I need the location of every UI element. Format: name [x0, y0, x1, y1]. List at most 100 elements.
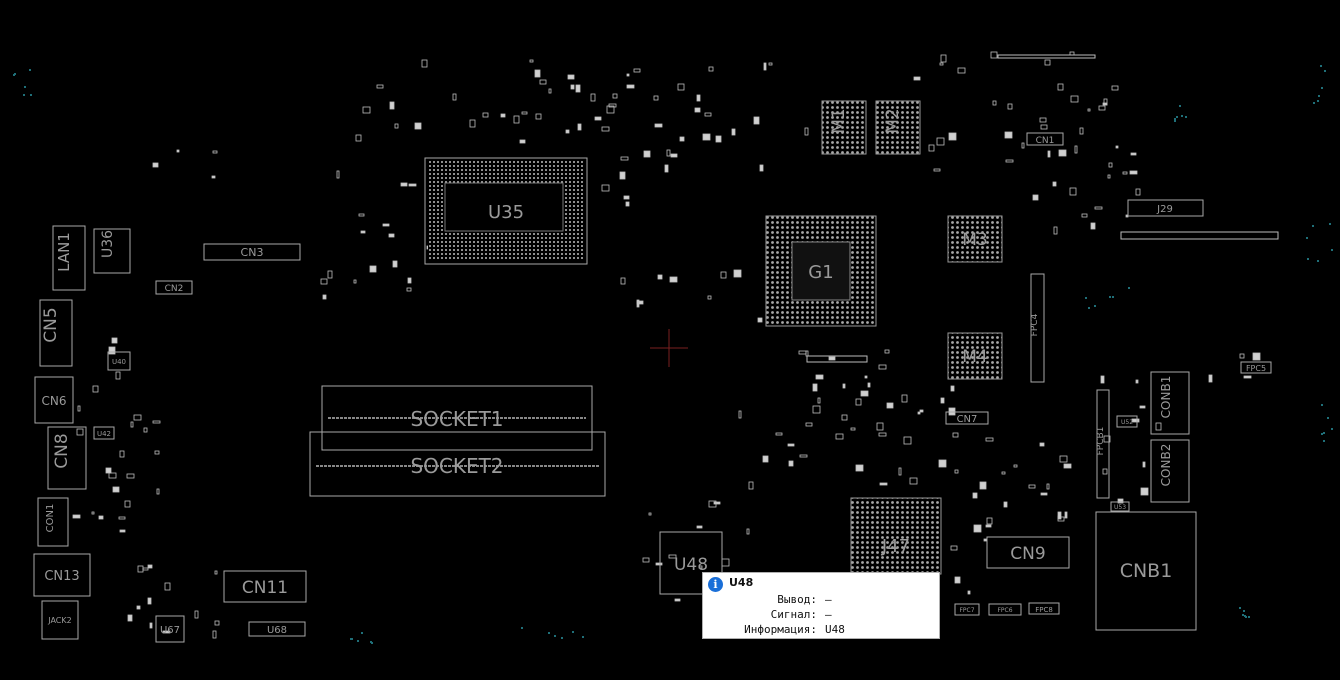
- component-u68[interactable]: U68: [248, 621, 306, 637]
- smd-pad: [500, 113, 506, 118]
- test-point: [572, 631, 574, 633]
- test-point: [23, 94, 25, 96]
- component-cn7[interactable]: CN7: [945, 411, 989, 425]
- smd-pad: [1005, 159, 1014, 163]
- component-fpc6[interactable]: FPC6: [988, 603, 1022, 616]
- smd-pad: [1046, 483, 1050, 490]
- smd-pad: [400, 182, 408, 187]
- smd-pad: [798, 350, 807, 355]
- smd-pad: [194, 610, 199, 619]
- smd-pad: [1069, 187, 1077, 196]
- component-cn13[interactable]: CN13: [33, 553, 91, 597]
- smd-pad: [1100, 375, 1105, 384]
- component-m4[interactable]: M4: [947, 332, 1003, 380]
- cn8-label: CN8: [52, 433, 72, 468]
- smd-pad: [115, 371, 121, 380]
- component-u42[interactable]: U42: [93, 426, 115, 440]
- smd-pad: [1044, 59, 1051, 66]
- component-cn1[interactable]: CN1: [1026, 132, 1064, 146]
- component-fpc4[interactable]: FPC4: [1030, 273, 1045, 383]
- cn1-label: CN1: [1036, 136, 1055, 146]
- smd-pad: [759, 164, 764, 172]
- smd-pad: [149, 622, 153, 629]
- smd-pad: [1129, 170, 1138, 175]
- component-u48[interactable]: U48: [659, 531, 723, 595]
- component-cn9[interactable]: CN9: [986, 536, 1070, 569]
- smd-pad: [1001, 471, 1006, 475]
- smd-pad: [1117, 498, 1124, 504]
- smd-pad: [1064, 511, 1068, 519]
- component-cn3[interactable]: CN3: [203, 243, 301, 261]
- smd-pad: [950, 545, 958, 551]
- u42-label: U42: [97, 430, 111, 438]
- component-cn6[interactable]: CN6: [34, 376, 74, 424]
- component-lan1[interactable]: LAN1: [52, 225, 86, 291]
- component-u35[interactable]: U35: [424, 157, 588, 265]
- component-cn2[interactable]: CN2: [155, 280, 193, 295]
- test-point: [1109, 296, 1111, 298]
- component-cn5[interactable]: CN5: [39, 299, 73, 367]
- smd-pad: [696, 94, 701, 102]
- component-conb2[interactable]: CONB2: [1150, 439, 1190, 503]
- component-j47[interactable]: J47: [850, 497, 942, 575]
- component-u40[interactable]: U40: [107, 351, 131, 371]
- smd-pad: [805, 422, 813, 427]
- component-m3[interactable]: M3: [947, 215, 1003, 263]
- component-u52[interactable]: U52: [1116, 415, 1138, 428]
- component-u67[interactable]: U67: [155, 615, 185, 643]
- smd-pad: [841, 414, 848, 421]
- smd-pad: [878, 364, 887, 370]
- component-cnb1[interactable]: CNB1: [1095, 511, 1197, 631]
- test-point: [1321, 87, 1323, 89]
- component-conb1[interactable]: CONB1: [1150, 371, 1190, 435]
- smd-pad: [879, 482, 888, 486]
- smd-pad: [812, 405, 821, 414]
- smd-pad: [657, 274, 663, 280]
- component-u53[interactable]: U53: [1110, 501, 1130, 512]
- component-con1[interactable]: CON1: [37, 497, 69, 547]
- test-point: [1327, 417, 1329, 419]
- smd-pad: [1155, 422, 1162, 431]
- component-fpc8[interactable]: FPC8: [1028, 602, 1060, 615]
- smd-pad: [521, 111, 528, 115]
- smd-pad: [136, 605, 141, 610]
- component-socket2[interactable]: SOCKET2: [309, 431, 606, 497]
- test-point: [1181, 115, 1183, 117]
- smd-pad: [670, 153, 678, 158]
- component-u36[interactable]: U36: [93, 228, 131, 274]
- u53-label: U53: [1114, 504, 1126, 511]
- component-m2[interactable]: M2: [875, 100, 921, 155]
- smd-pad: [529, 59, 534, 63]
- smd-pad: [708, 500, 717, 508]
- smd-pad: [1142, 461, 1146, 468]
- smd-pad: [601, 126, 610, 132]
- component-fpc5[interactable]: FPC5: [1240, 361, 1272, 374]
- smd-pad: [126, 473, 135, 479]
- component-fpcb1[interactable]: FPCB1: [1096, 389, 1110, 499]
- smd-pad: [668, 554, 677, 559]
- smd-pad: [909, 477, 918, 485]
- component-socket1[interactable]: SOCKET1: [321, 385, 593, 451]
- smd-pad: [1098, 105, 1106, 111]
- smd-pad: [1063, 463, 1072, 469]
- component-jack2[interactable]: JACK2: [41, 600, 79, 640]
- smd-pad: [388, 233, 395, 238]
- component-cn8[interactable]: CN8: [47, 426, 87, 490]
- smd-pad: [775, 432, 783, 436]
- component-fpc7[interactable]: FPC7: [954, 603, 980, 616]
- component-g1[interactable]: G1: [765, 215, 877, 327]
- smd-pad: [105, 467, 112, 474]
- m1-label: M1: [829, 108, 849, 133]
- smd-pad: [979, 481, 987, 490]
- smd-pad: [92, 385, 99, 393]
- component-j29[interactable]: J29: [1127, 199, 1204, 217]
- component-cn11[interactable]: CN11: [223, 570, 307, 603]
- tooltip-key: Информация:: [744, 623, 817, 636]
- smd-pad: [606, 105, 615, 114]
- component-m1[interactable]: M1: [821, 100, 867, 155]
- smd-pad: [119, 529, 126, 533]
- smd-pad: [327, 270, 333, 279]
- smd-pad: [214, 620, 220, 626]
